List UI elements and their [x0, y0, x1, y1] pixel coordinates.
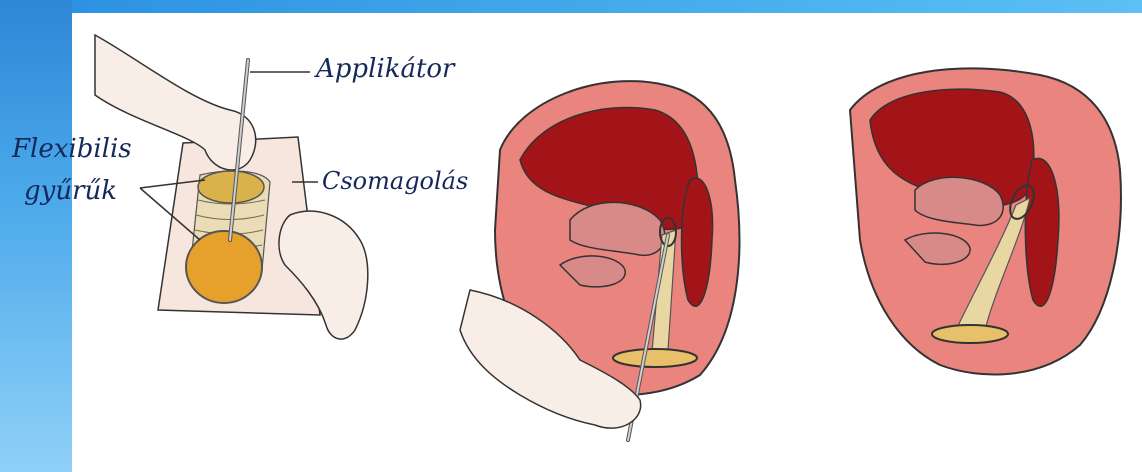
packaging-label: Csomagolás [322, 166, 468, 196]
insertion-cross-section [460, 81, 739, 440]
outer-ring-inserted [613, 349, 697, 367]
flexible-rings-label-line2: gyűrűk [24, 176, 117, 206]
placed-cross-section [850, 68, 1121, 374]
flexible-rings-label-line1: Flexibilis [12, 134, 132, 164]
applicator-label: Applikátor [316, 54, 454, 84]
outer-ring-placed [932, 325, 1008, 343]
inner-ring [198, 171, 264, 203]
outer-ring [186, 231, 262, 303]
